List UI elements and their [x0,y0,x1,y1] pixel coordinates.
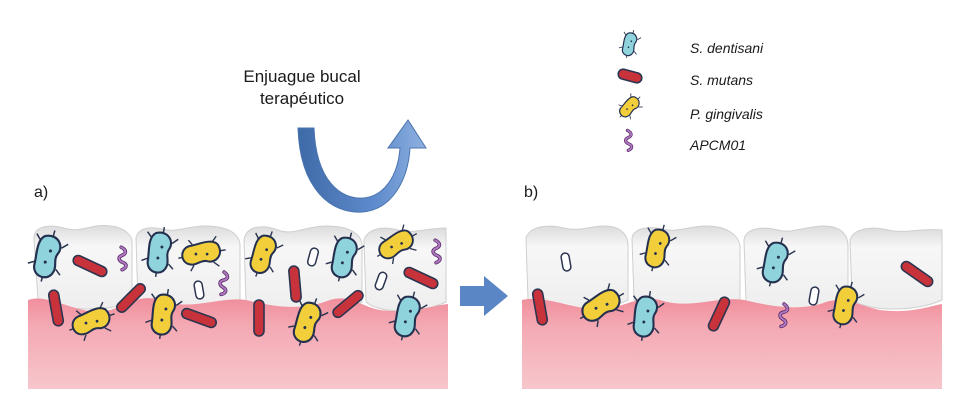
p-gingivalis-bacterium [288,298,329,346]
purple-spiral-bacterium-icon [624,128,634,153]
red-rod-bacterium-icon [617,68,643,84]
s-mutans-bacterium [47,289,65,327]
p-gingivalis-bacterium [145,289,183,339]
s-mutans-bacterium [180,307,218,329]
legend-label-s-mutans: S. mutans [690,72,754,88]
s-dentisani-bacterium [141,227,179,277]
apcm01-bacterium [778,302,790,329]
s-mutans-bacterium [531,288,549,326]
unlabeled-pill-bacterium [808,286,820,306]
transition-arrow [460,276,508,316]
caption-mouthwash: Enjuague bucal terapéutico [222,66,382,110]
s-mutans-bacterium [116,283,146,313]
unlabeled-pill-bacterium [193,280,205,300]
legend-label-s-dentisani: S. dentisani [690,40,764,56]
s-mutans-bacterium [403,266,439,290]
apcm01-bacterium [431,238,442,265]
caption-line-1: Enjuague bucal [243,67,361,86]
yellow-bacterium-icon [618,93,643,120]
s-mutans-bacterium [253,299,265,337]
unlabeled-pill-bacterium [560,252,572,272]
s-dentisani-bacterium [27,230,69,282]
legend-label-apcm01: APCM01 [690,137,747,153]
s-mutans-bacterium [900,260,934,288]
panel-b-mouth [522,225,943,389]
blue-bacterium-icon [618,29,642,59]
legend-label-p-gingivalis: P. gingivalis [690,106,763,122]
s-mutans-bacterium [707,296,731,332]
s-dentisani-bacterium [627,291,665,341]
legend-icons [617,29,643,153]
bacteria-layer [27,224,934,346]
panel-a-label: a) [34,184,49,201]
p-gingivalis-bacterium [178,235,226,272]
gum-a [28,298,448,389]
s-dentisani-bacterium [756,237,796,287]
panel-b-label: b) [524,184,539,201]
p-gingivalis-bacterium [69,301,115,342]
s-mutans-bacterium [288,265,302,303]
s-dentisani-bacterium [325,232,365,282]
unlabeled-pill-bacterium [374,271,388,291]
apcm01-bacterium [218,270,230,297]
p-gingivalis-bacterium [245,231,284,277]
s-dentisani-bacterium [388,291,428,341]
mouthwash-curved-arrow [297,119,427,213]
s-mutans-bacterium [72,254,108,278]
p-gingivalis-bacterium [639,224,677,272]
caption-line-2: terapéutico [259,89,345,108]
s-mutans-bacterium [332,289,364,319]
unlabeled-pill-bacterium [306,247,320,267]
tooth-b4 [849,227,943,310]
apcm01-bacterium [117,245,128,272]
p-gingivalis-bacterium [376,224,418,265]
p-gingivalis-bacterium [579,283,625,328]
p-gingivalis-bacterium [827,281,865,329]
